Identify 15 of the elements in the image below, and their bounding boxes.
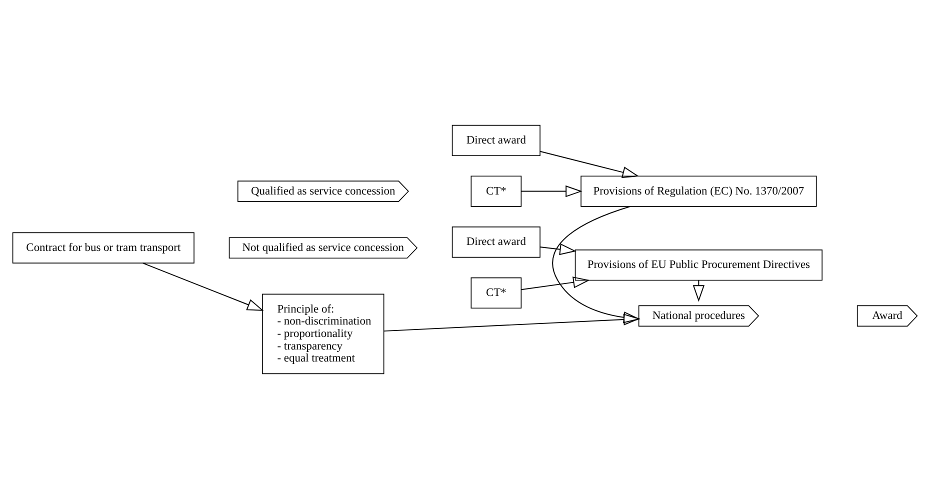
node-box: Contract for bus or tram transport	[12, 232, 194, 263]
node-box: Direct award	[452, 226, 540, 258]
arrow	[520, 276, 590, 290]
arrow	[540, 150, 640, 178]
node-box: Direct award	[452, 124, 540, 156]
arrow	[520, 184, 582, 197]
node-box: Provisions of Regulation (EC) No. 1370/2007	[580, 175, 817, 206]
node-box: Principle of: - non-discrimination - proportionality - transparency - equal treatment	[262, 293, 384, 374]
node-box: CT*	[470, 175, 522, 206]
arrow	[552, 206, 640, 323]
node-box: CT*	[470, 276, 522, 308]
arrow	[383, 313, 640, 332]
node-box: Provisions of EU Public Procurement Directives	[574, 249, 822, 280]
arrow	[142, 262, 264, 310]
arrow	[540, 242, 576, 255]
